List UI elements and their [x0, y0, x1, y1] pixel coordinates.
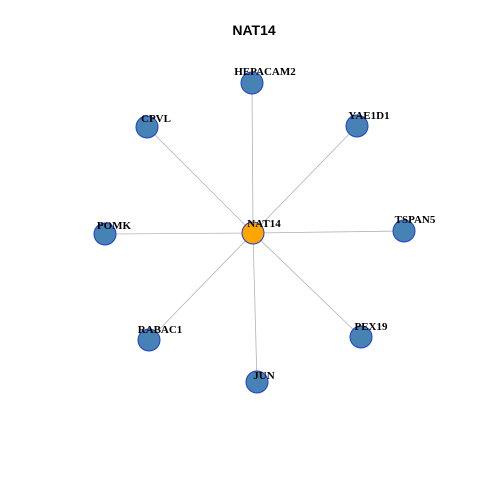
node-tspan5: TSPAN5	[392, 214, 436, 243]
node-label-hepacam2: HEPACAM2	[234, 66, 296, 78]
node-label-yae1d1: YAE1D1	[348, 110, 389, 122]
node-circle-pex19	[349, 325, 373, 349]
node-hepacam2: HEPACAM2	[234, 66, 296, 95]
node-label-cpvl: CPVL	[141, 113, 171, 125]
node-rabac1: RABAC1	[137, 324, 183, 352]
edge-nat14-tspan5	[252, 230, 405, 234]
node-cpvl: CPVL	[135, 113, 171, 139]
node-circle-yae1d1	[345, 114, 369, 138]
node-pomk: POMK	[93, 220, 132, 246]
edge-nat14-cpvl	[146, 126, 254, 234]
node-circle-cpvl	[135, 115, 159, 139]
edge-nat14-pex19	[252, 232, 362, 338]
node-circle-tspan5	[392, 219, 416, 243]
node-circle-pomk	[93, 222, 117, 246]
edge-nat14-hepacam2	[251, 82, 254, 234]
node-jun: JUN	[245, 370, 275, 394]
node-label-jun: JUN	[253, 370, 274, 382]
edge-nat14-pomk	[104, 232, 254, 235]
edge-nat14-jun	[252, 232, 258, 383]
node-label-pex19: PEX19	[355, 321, 389, 333]
edges-layer	[104, 82, 405, 383]
node-nat14: NAT14	[241, 218, 281, 245]
node-yae1d1: YAE1D1	[345, 110, 390, 138]
node-label-tspan5: TSPAN5	[395, 214, 436, 226]
node-circle-nat14	[241, 221, 265, 245]
node-circle-jun	[245, 370, 269, 394]
node-label-pomk: POMK	[97, 220, 132, 232]
edge-nat14-rabac1	[148, 232, 254, 341]
node-pex19: PEX19	[349, 321, 389, 349]
node-label-rabac1: RABAC1	[138, 324, 183, 336]
node-label-nat14: NAT14	[247, 218, 281, 230]
node-circle-hepacam2	[240, 71, 264, 95]
edge-nat14-yae1d1	[252, 125, 358, 234]
node-circle-rabac1	[137, 328, 161, 352]
diagram-title: NAT14	[232, 22, 276, 38]
